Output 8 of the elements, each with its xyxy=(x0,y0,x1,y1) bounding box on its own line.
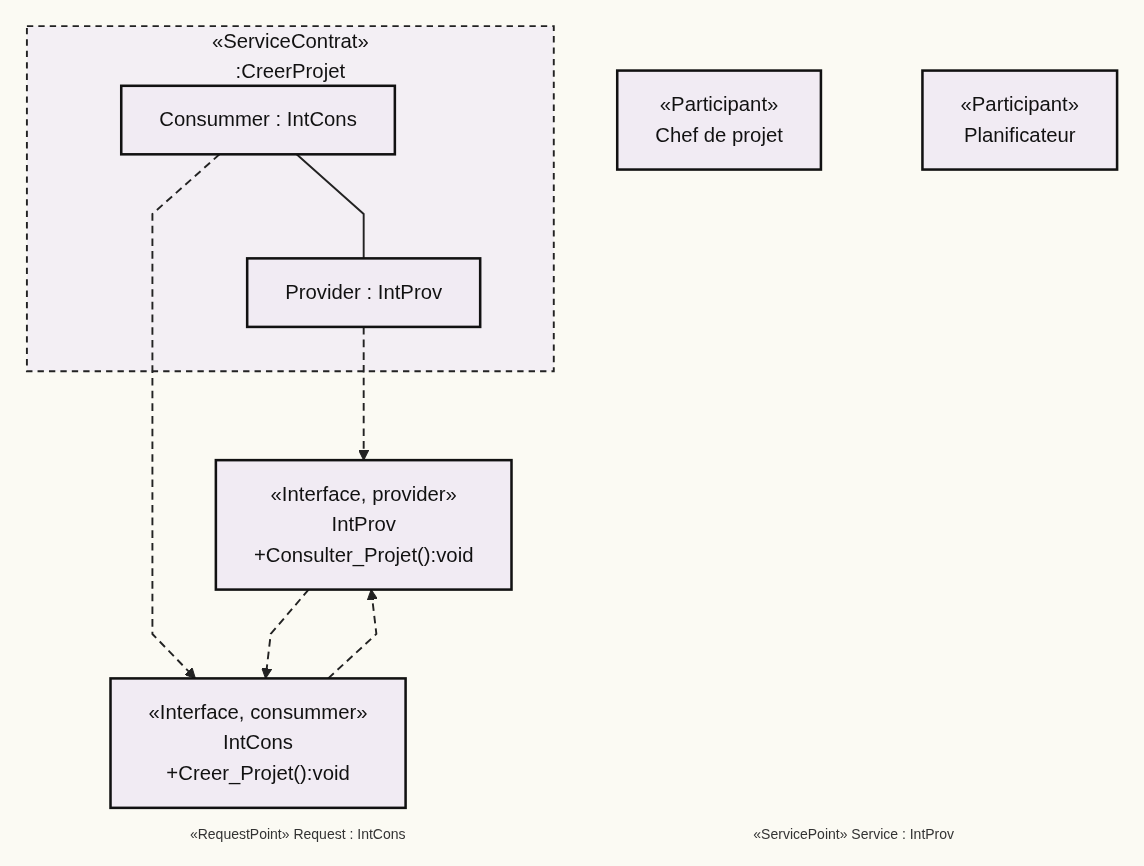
node-box: Provider : IntProv xyxy=(245,257,482,329)
node-box: «Interface, consummer» IntCons +Creer_Projet():void xyxy=(109,677,407,810)
note: «RequestPoint» Request : IntCons xyxy=(189,826,406,842)
node-box: «Interface, provider» IntProv +Consulter_Projet():void xyxy=(214,458,513,591)
node-box: «Participant» Planificateur xyxy=(921,69,1119,171)
node-box: Consummer : IntCons xyxy=(119,84,397,156)
node-box: «Participant» Chef de projet xyxy=(615,69,823,171)
note: «ServicePoint» Service : IntProv xyxy=(753,826,955,842)
